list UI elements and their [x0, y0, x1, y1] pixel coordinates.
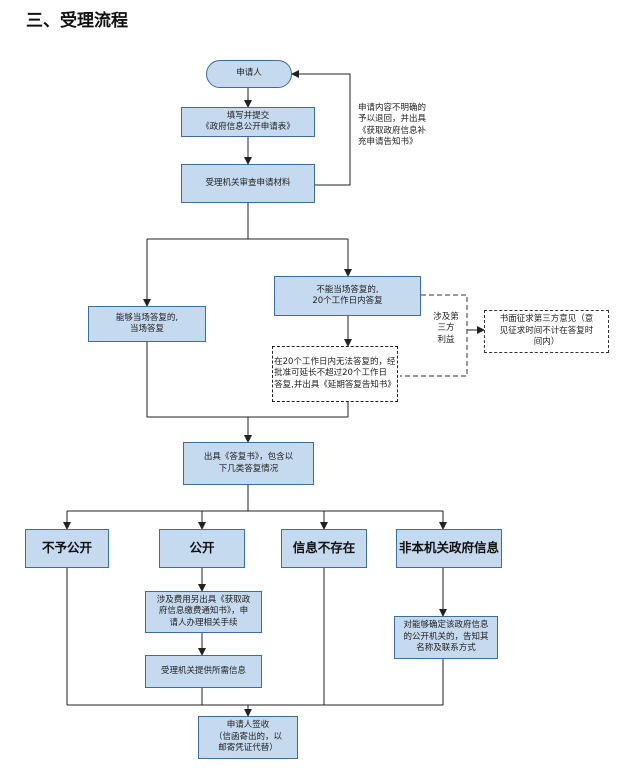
fill-submit-node: 填写并提交 《政府信息公开申请表》: [181, 107, 315, 137]
fee-note-node: 涉及费用另出具《获取政 府信息缴费通知书》，申 请人办理相关手续: [145, 591, 262, 633]
edge-review-return: [291, 70, 351, 186]
issue-reply-node: 出具《答复书》，包含以 下几类答复情况: [183, 442, 314, 485]
not-public-node: 不予公开: [25, 529, 109, 568]
not-exist-node: 信息不存在: [281, 529, 367, 568]
unclear-return-note: 申请内容不明确的 予以退回，并出具 《获取政府信息补 充申请告知书》: [358, 103, 427, 148]
third-party-node: 书面征求第三方意见（意 见征求时间不计在答复时 间内）: [484, 310, 609, 353]
edge-third-party-bracket: [400, 294, 468, 377]
extension-node: 在20个工作日内无法答复的，经 批准可延长不超过20个工作日 答复,并出具《延期…: [272, 346, 398, 402]
public-node: 公开: [159, 529, 245, 568]
cannot-answer-node: 不能当场答复的, 20个工作日内答复: [274, 276, 421, 316]
inform-agency-node: 对能够确定该政府信息 的公开机关的，告知其 名称及联系方式: [394, 616, 498, 659]
third-party-label: 涉及第 三方 利益: [428, 312, 464, 347]
start-node: 申请人: [206, 60, 292, 88]
not-this-agency-node: 非本机关政府信息: [396, 529, 502, 568]
section-heading: 三、受理流程: [26, 11, 128, 31]
review-node: 受理机关审查申请材料: [181, 164, 315, 203]
can-answer-node: 能够当场答复的, 当场答复: [88, 306, 206, 342]
edge-can-answer-merge: [146, 342, 348, 418]
sign-node: 申请人签收 （信函寄出的，以 邮寄凭证代替）: [198, 716, 298, 759]
provide-info-node: 受理机关提供所需信息: [145, 655, 262, 688]
